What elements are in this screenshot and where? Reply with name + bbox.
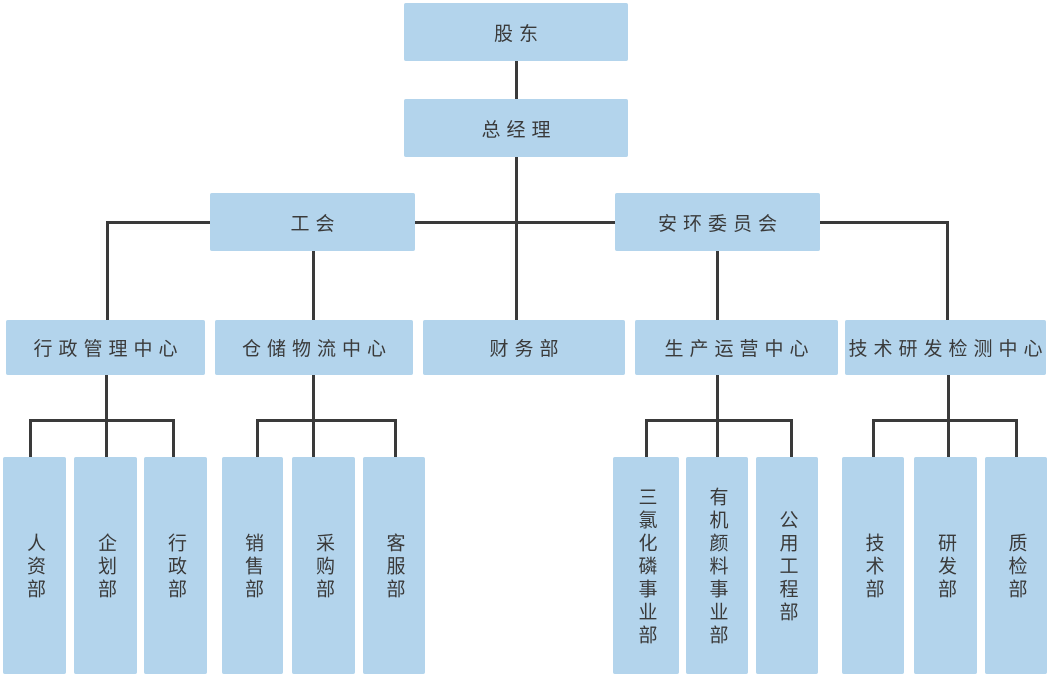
- connector-line: [256, 419, 259, 457]
- connector-line: [947, 419, 950, 457]
- node-labor-union: 工会: [210, 193, 415, 251]
- connector-line: [645, 419, 648, 457]
- connector-line: [947, 375, 950, 420]
- connector-line: [29, 419, 175, 422]
- connector-line: [790, 419, 793, 457]
- connector-line: [105, 419, 108, 457]
- node-admin-mgmt-center: 行政管理中心: [6, 320, 205, 375]
- node-technology-dept: 技术部: [842, 457, 904, 674]
- connector-line: [312, 419, 315, 457]
- connector-line: [29, 419, 32, 457]
- node-sales-dept: 销售部: [222, 457, 283, 674]
- connector-line: [946, 221, 949, 320]
- connector-line: [106, 221, 949, 224]
- connector-line: [645, 419, 793, 422]
- node-quality-inspection-dept: 质检部: [985, 457, 1047, 674]
- node-procurement-dept: 采购部: [292, 457, 355, 674]
- node-planning-dept: 企划部: [74, 457, 137, 674]
- connector-line: [394, 419, 397, 457]
- node-admin-dept: 行政部: [144, 457, 207, 674]
- connector-line: [1015, 419, 1018, 457]
- node-finance-dept: 财务部: [423, 320, 625, 375]
- node-tech-rd-testing-center: 技术研发检测中心: [845, 320, 1046, 375]
- connector-line: [105, 375, 108, 420]
- node-production-ops-center: 生产运营中心: [635, 320, 838, 375]
- node-rd-dept: 研发部: [914, 457, 977, 674]
- connector-line: [716, 251, 719, 320]
- connector-line: [106, 221, 109, 320]
- node-warehouse-logistics-center: 仓储物流中心: [215, 320, 413, 375]
- connector-line: [872, 419, 1018, 422]
- node-shareholders: 股东: [404, 3, 628, 61]
- node-hr-dept: 人资部: [3, 457, 66, 674]
- node-customer-service-dept: 客服部: [363, 457, 425, 674]
- connector-line: [716, 419, 719, 457]
- connector-line: [256, 419, 397, 422]
- connector-line: [312, 251, 315, 320]
- connector-line: [872, 419, 875, 457]
- node-general-manager: 总经理: [404, 99, 628, 157]
- connector-line: [172, 419, 175, 457]
- connector-line: [312, 375, 315, 420]
- connector-line: [515, 157, 518, 320]
- node-safety-env-committee: 安环委员会: [615, 193, 820, 251]
- node-utilities-engineering-dept: 公用工程部: [756, 457, 818, 674]
- node-pcl3-division: 三氯化磷事业部: [613, 457, 679, 674]
- node-organic-pigment-division: 有机颜料事业部: [686, 457, 748, 674]
- connector-line: [716, 375, 719, 420]
- connector-line: [515, 61, 518, 101]
